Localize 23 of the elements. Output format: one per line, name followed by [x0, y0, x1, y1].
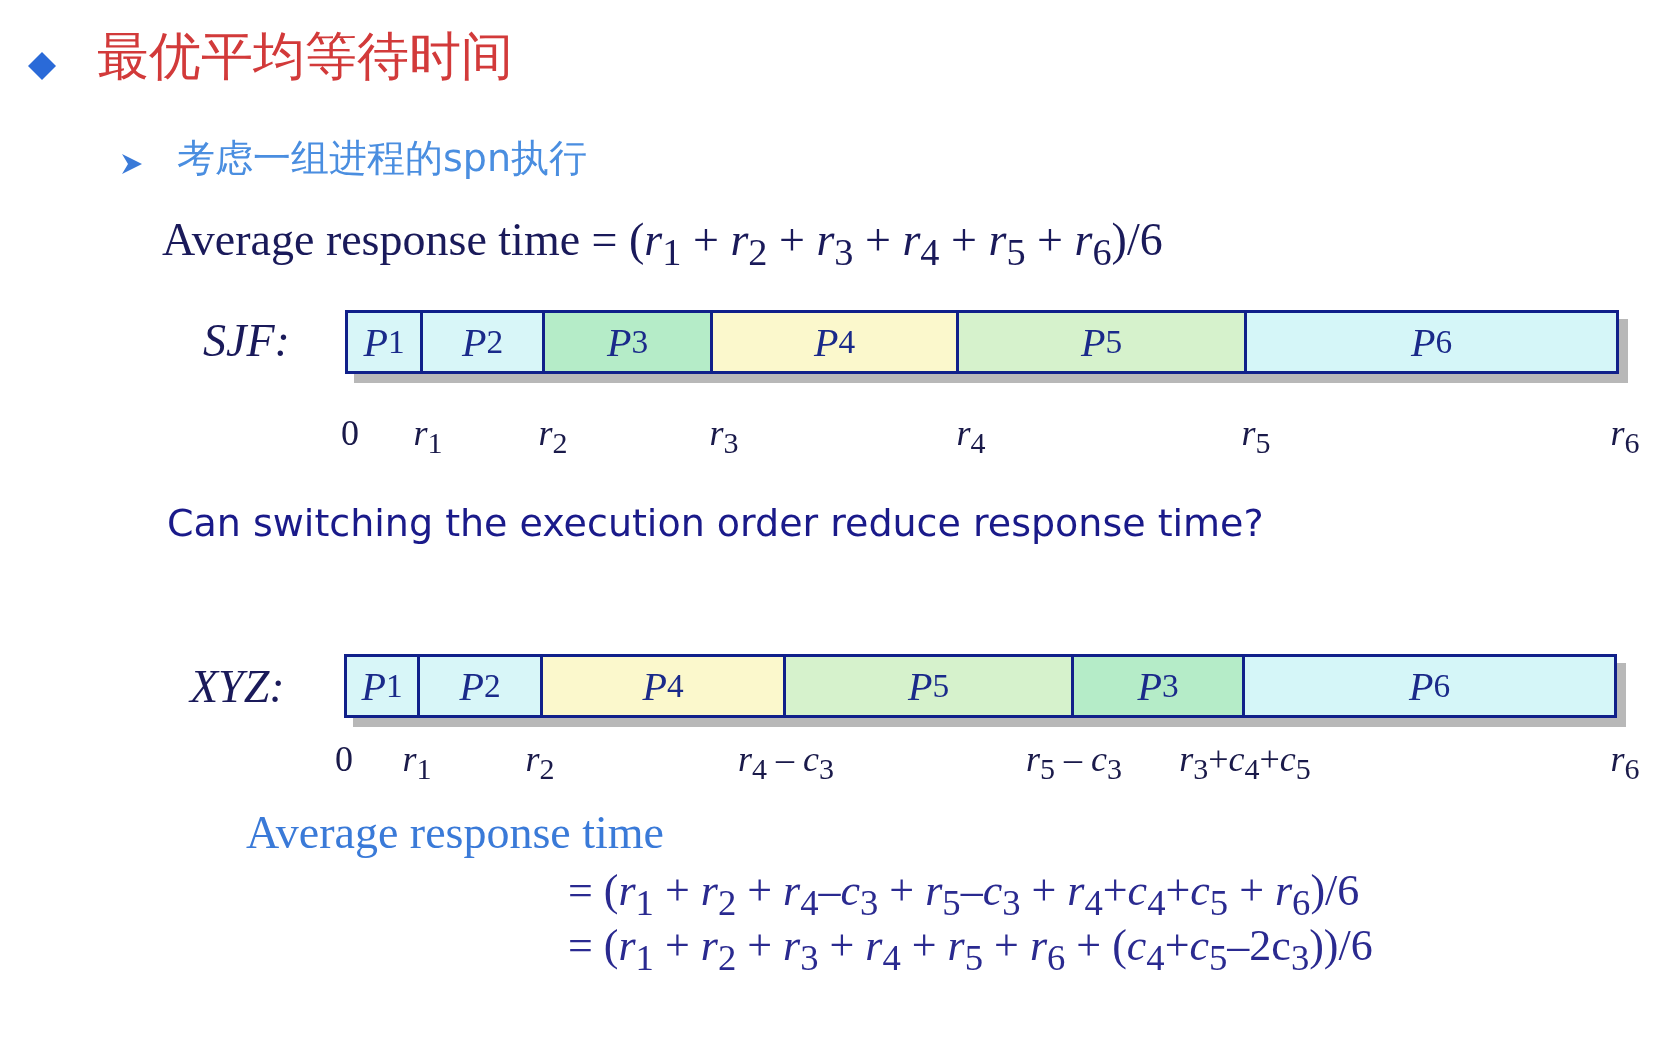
- formula-label: Average response time: [244, 808, 666, 859]
- tick-label: r$_{4}$: [956, 412, 986, 461]
- question-text: Can switching the execution order reduce response time?: [167, 503, 1264, 545]
- tick-label: r$_{5}$: [1241, 412, 1271, 461]
- subtitle: 考虑一组进程的spn执行: [177, 138, 587, 180]
- tick-label: r$_{6}$: [1610, 412, 1640, 461]
- formula: = (r$_{1}$ + r$_{2}$ + r$_{3}$ + r$_{4}$ + r$_{5}$ + r$_{6}$ + (c$_{4}$+c$_{5}$–2c$_{3}$))/6: [568, 922, 1373, 979]
- tick-label: 0: [335, 738, 353, 780]
- tick-label: r$_{1}$: [402, 738, 432, 787]
- tick-label: r$_{2}$: [538, 412, 568, 461]
- row-label: XYZ:: [190, 662, 285, 713]
- tick-label: r$_{5}$ – c$_{3}$: [1026, 738, 1122, 787]
- tick-label: r$_{3}$: [709, 412, 739, 461]
- tick-label: r$_{2}$: [525, 738, 555, 787]
- tick-label: r$_{4}$ – c$_{3}$: [738, 738, 834, 787]
- slide-title: 最优平均等待时间: [97, 28, 513, 86]
- tick-label: r$_{1}$: [413, 412, 443, 461]
- row-label: SJF:: [203, 316, 290, 367]
- tick-label: r$_{6}$: [1610, 738, 1640, 787]
- tick-label: 0: [341, 412, 359, 454]
- formula: Average response time = (r$_{1}$ + r$_{2}$ + r$_{3}$ + r$_{4}$ + r$_{5}$ + r$_{6}$)/6: [162, 215, 1163, 274]
- formula: = (r$_{1}$ + r$_{2}$ + r$_{4}$–c$_{3}$ + r$_{5}$–c$_{3}$ + r$_{4}$+c$_{4}$+c$_{5}$ + r$_{6}$)/6: [568, 867, 1360, 924]
- tick-label: r$_{3}$+c$_{4}$+c$_{5}$: [1179, 738, 1311, 787]
